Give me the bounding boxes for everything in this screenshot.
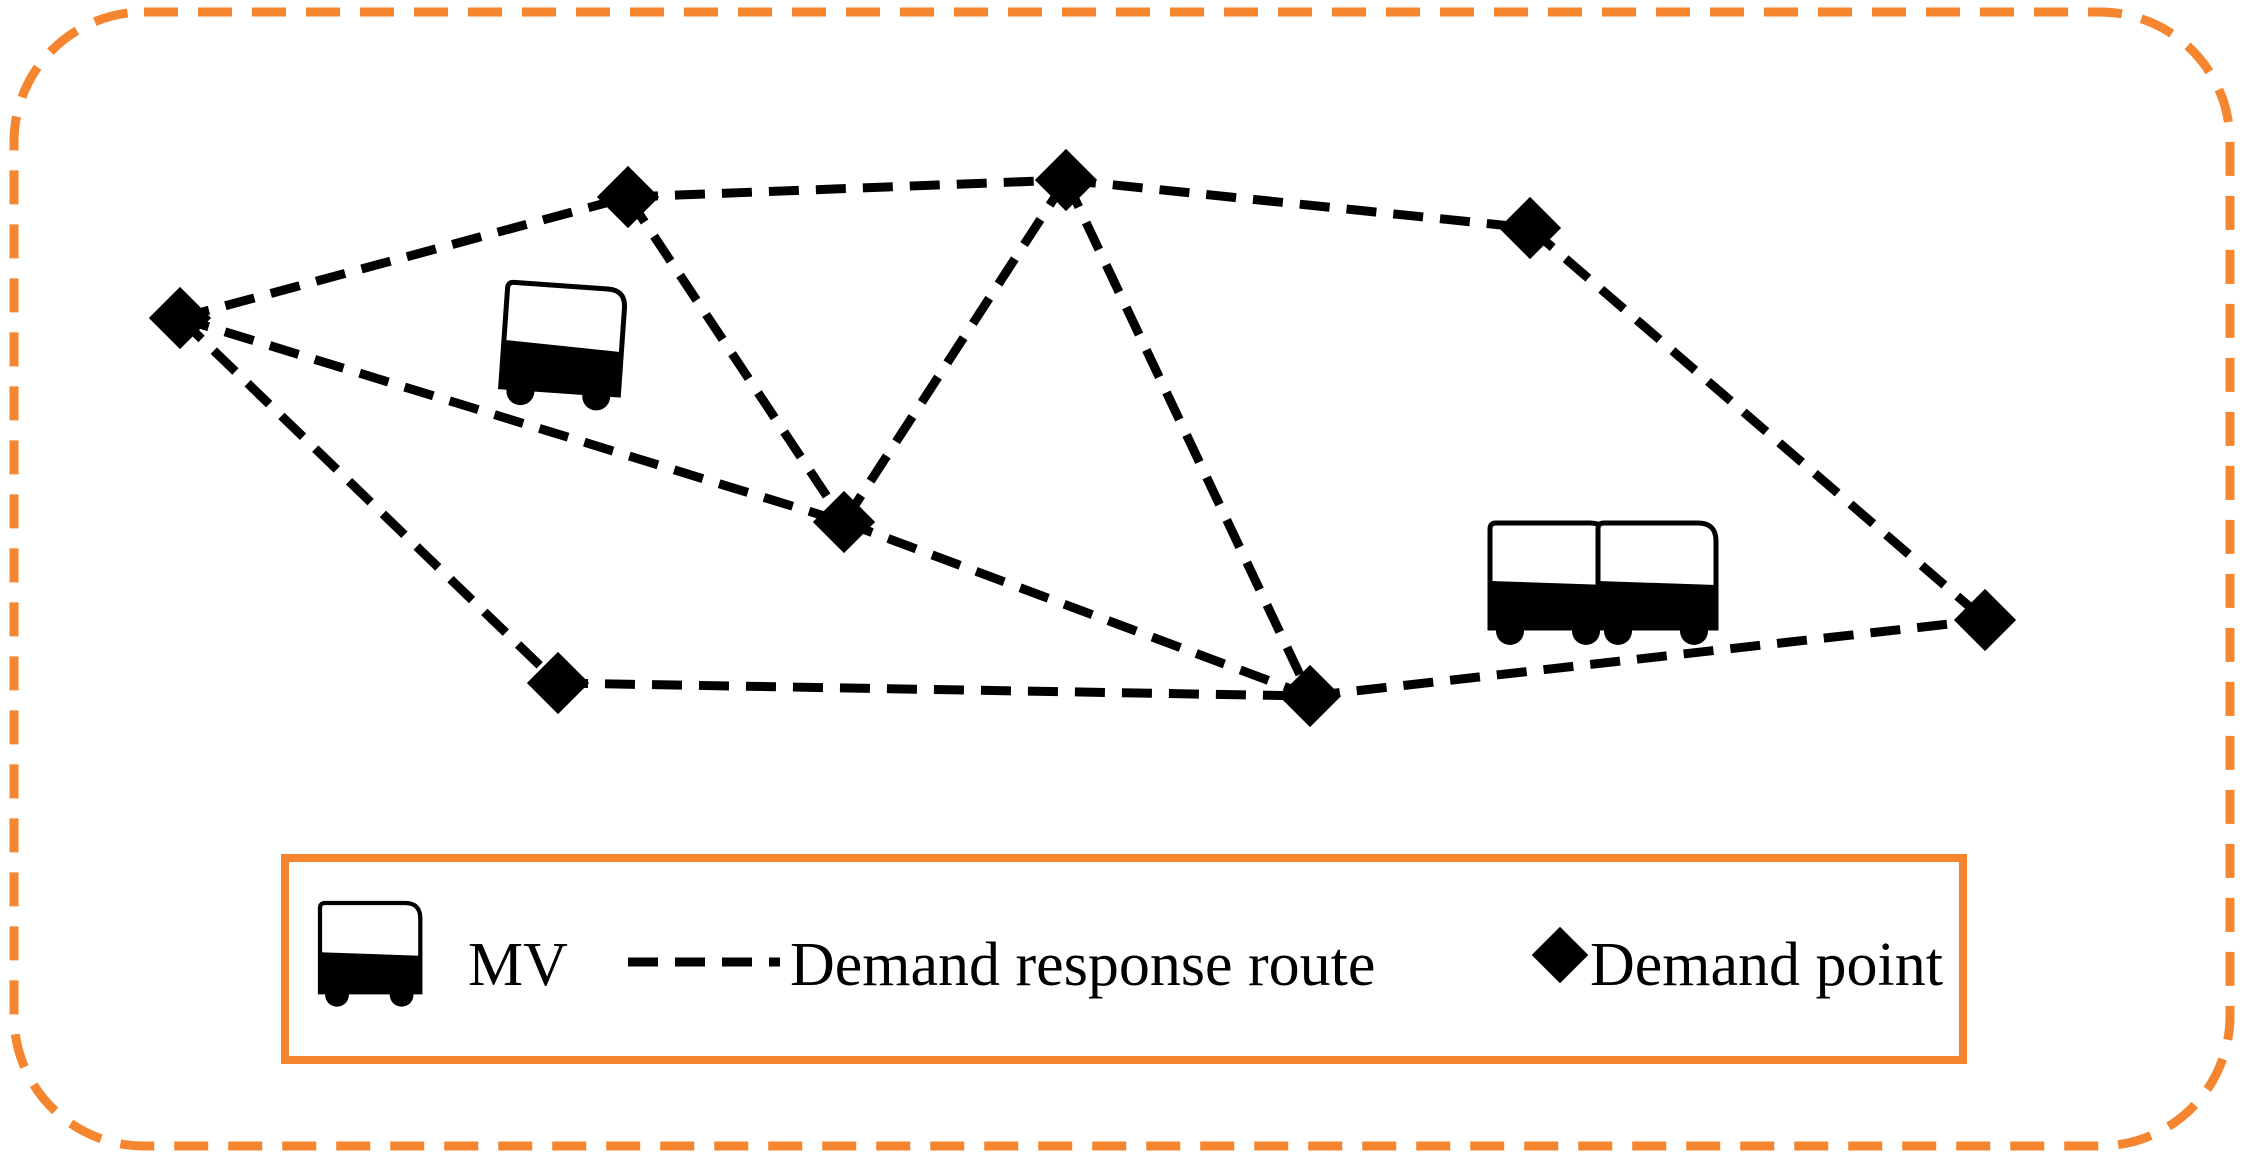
route-edge-n3-n5 (840, 177, 1070, 525)
legend-demand-point-icon (1531, 926, 1589, 984)
demand-point-n7 (1278, 664, 1342, 728)
route-edge-n5-n7 (842, 517, 1312, 701)
mv-vehicle-3 (1598, 523, 1716, 645)
route-edge-n1-n5 (178, 313, 846, 527)
demand-point-n1 (148, 286, 212, 350)
route-edge-n7-n8 (1309, 615, 1986, 701)
mv-vehicle-2 (1490, 523, 1608, 645)
route-edge-n1-n2 (178, 192, 630, 323)
demand-point-n2 (596, 165, 660, 229)
legend-route-label: Demand response route (790, 931, 1375, 999)
route-edge-n3-n7 (1061, 178, 1315, 698)
demand-points (148, 148, 2017, 728)
legend-mv-icon (320, 903, 420, 1007)
legend-point-label: Demand point (1590, 931, 1943, 999)
route-edge-n3-n4 (1065, 175, 1531, 233)
route-edge-n2-n3 (627, 175, 1067, 202)
demand-point-n4 (1498, 196, 1562, 260)
demand-point-n3 (1034, 148, 1098, 212)
route-network (176, 175, 1988, 701)
outer-dashed-frame (9, 7, 2235, 1151)
demand-point-n8 (1953, 588, 2017, 652)
route-edge-n1-n6 (176, 314, 562, 687)
legend-mv-label: MV (468, 931, 568, 999)
demand-point-n6 (526, 651, 590, 715)
legend-frame (281, 854, 1967, 1064)
route-edge-n4-n8 (1527, 224, 1988, 624)
route-edge-n2-n5 (624, 194, 848, 525)
demand-point-n5 (812, 490, 876, 554)
route-edge-n6-n7 (557, 678, 1311, 701)
legend: MV Demand response route Demand point (281, 854, 1967, 1064)
mv-vehicle-1 (499, 282, 625, 412)
